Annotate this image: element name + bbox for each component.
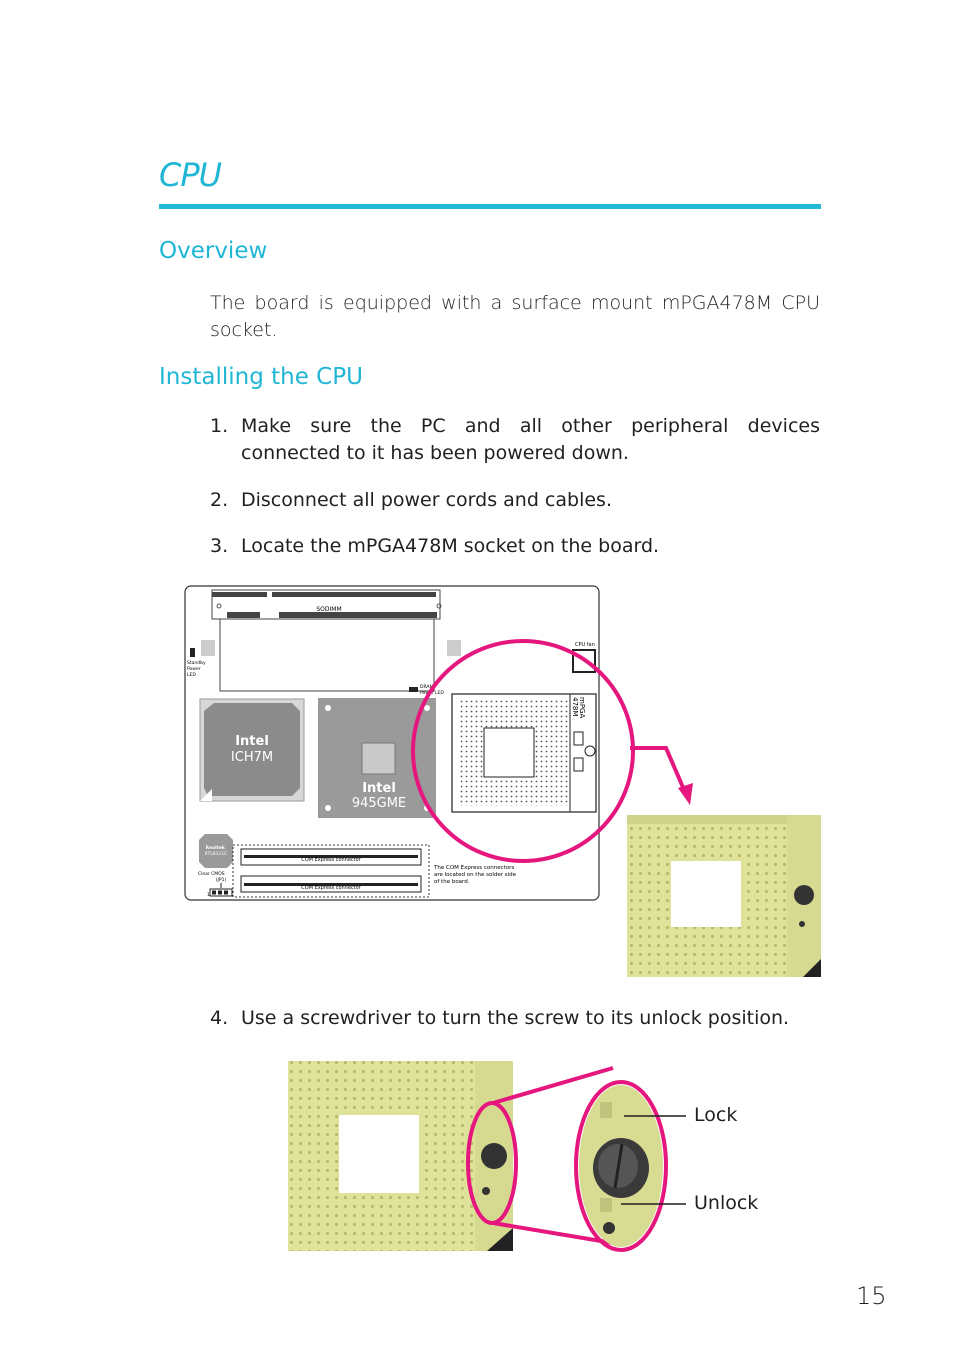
- com-express-area: COM Express connector COM Express connec…: [232, 844, 430, 898]
- ich-model: ICH7M: [231, 750, 273, 765]
- zoom-line-bottom: [492, 1221, 614, 1245]
- sodimm-slot: SODIMM: [211, 589, 442, 692]
- gmch-model: 945GME: [352, 796, 406, 811]
- lock-label: Lock: [694, 1104, 738, 1126]
- title-rule: [159, 204, 821, 209]
- step-text: Locate the mPGA478M socket on the board.: [241, 535, 660, 557]
- step-2: 2. Disconnect all power cords and cables…: [210, 487, 820, 515]
- ich7m-chip: Intel ICH7M: [199, 698, 305, 802]
- step-3: 3. Locate the mPGA478M socket on the boa…: [210, 533, 820, 561]
- sodimm-label: SODIMM: [316, 606, 341, 613]
- cpu-fan-label: CPU fan: [575, 642, 595, 648]
- step-1: 1. Make sure the PC and all other periph…: [210, 413, 820, 469]
- overview-heading: Overview: [159, 238, 268, 264]
- socket-label-1: mPGA: [578, 697, 586, 718]
- page-number: 15: [856, 1282, 887, 1310]
- ich-brand: Intel: [235, 734, 269, 749]
- step-text: Make sure the PC and all other periphera…: [241, 415, 820, 464]
- large-highlight-ellipse: [574, 1080, 668, 1252]
- com-connector-label: COM Express connector: [301, 885, 361, 891]
- com-connector-label: COM Express connector: [301, 857, 361, 863]
- step-number: 1.: [210, 415, 229, 437]
- step-text: Disconnect all power cords and cables.: [241, 489, 612, 511]
- standby-led: [190, 648, 195, 657]
- com-express-note: The COM Express connectors are located o…: [433, 865, 518, 885]
- unlock-label: Unlock: [694, 1192, 759, 1214]
- arrow-head: [678, 783, 693, 805]
- dram-led-label: DRAM Power LED: [420, 684, 444, 696]
- socket-photo-large: [288, 1061, 513, 1251]
- realtek-chip: Realtek RTL8111C: [199, 834, 233, 868]
- step-number: 3.: [210, 535, 229, 557]
- step-4: 4. Use a screwdriver to turn the screw t…: [210, 1005, 820, 1033]
- socket-label-2: 478M: [571, 697, 579, 716]
- jp1-jumper: [209, 883, 233, 897]
- mount-hole: [201, 640, 215, 656]
- lock-unlock-figure: [288, 1061, 686, 1252]
- cpu-socket: mPGA 478M: [451, 693, 597, 813]
- clear-cmos-label: Clear CMOS (JP1): [198, 871, 226, 883]
- highlight-arrow: [630, 746, 687, 793]
- gmch-brand: Intel: [362, 781, 396, 796]
- socket-cavity: [671, 861, 741, 927]
- step-number: 2.: [210, 489, 229, 511]
- socket-highlight-circle: [411, 639, 635, 863]
- screw-closeup: [579, 1085, 663, 1247]
- lock-screw: [794, 885, 814, 905]
- page-title: CPU: [159, 156, 222, 194]
- installing-heading: Installing the CPU: [159, 364, 363, 390]
- svg-text:Realtek RTL8111C: Realtek RTL8111C: [205, 845, 228, 857]
- lock-screw: [481, 1143, 507, 1169]
- overview-text: The board is equipped with a surface mou…: [210, 292, 820, 341]
- small-highlight-ellipse: [466, 1101, 518, 1225]
- step-number: 4.: [210, 1007, 229, 1029]
- step-text: Use a screwdriver to turn the screw to i…: [241, 1007, 790, 1029]
- socket-photo: [627, 815, 821, 977]
- standby-led-label: Standby Power LED: [187, 660, 207, 678]
- mount-hole: [447, 640, 461, 656]
- board-diagram: SODIMM Standby Power LED CPU fan DRAM Po…: [184, 585, 693, 901]
- zoom-line-top: [492, 1066, 614, 1105]
- pin-one-label: 1: [207, 892, 210, 898]
- dram-led: [409, 687, 418, 692]
